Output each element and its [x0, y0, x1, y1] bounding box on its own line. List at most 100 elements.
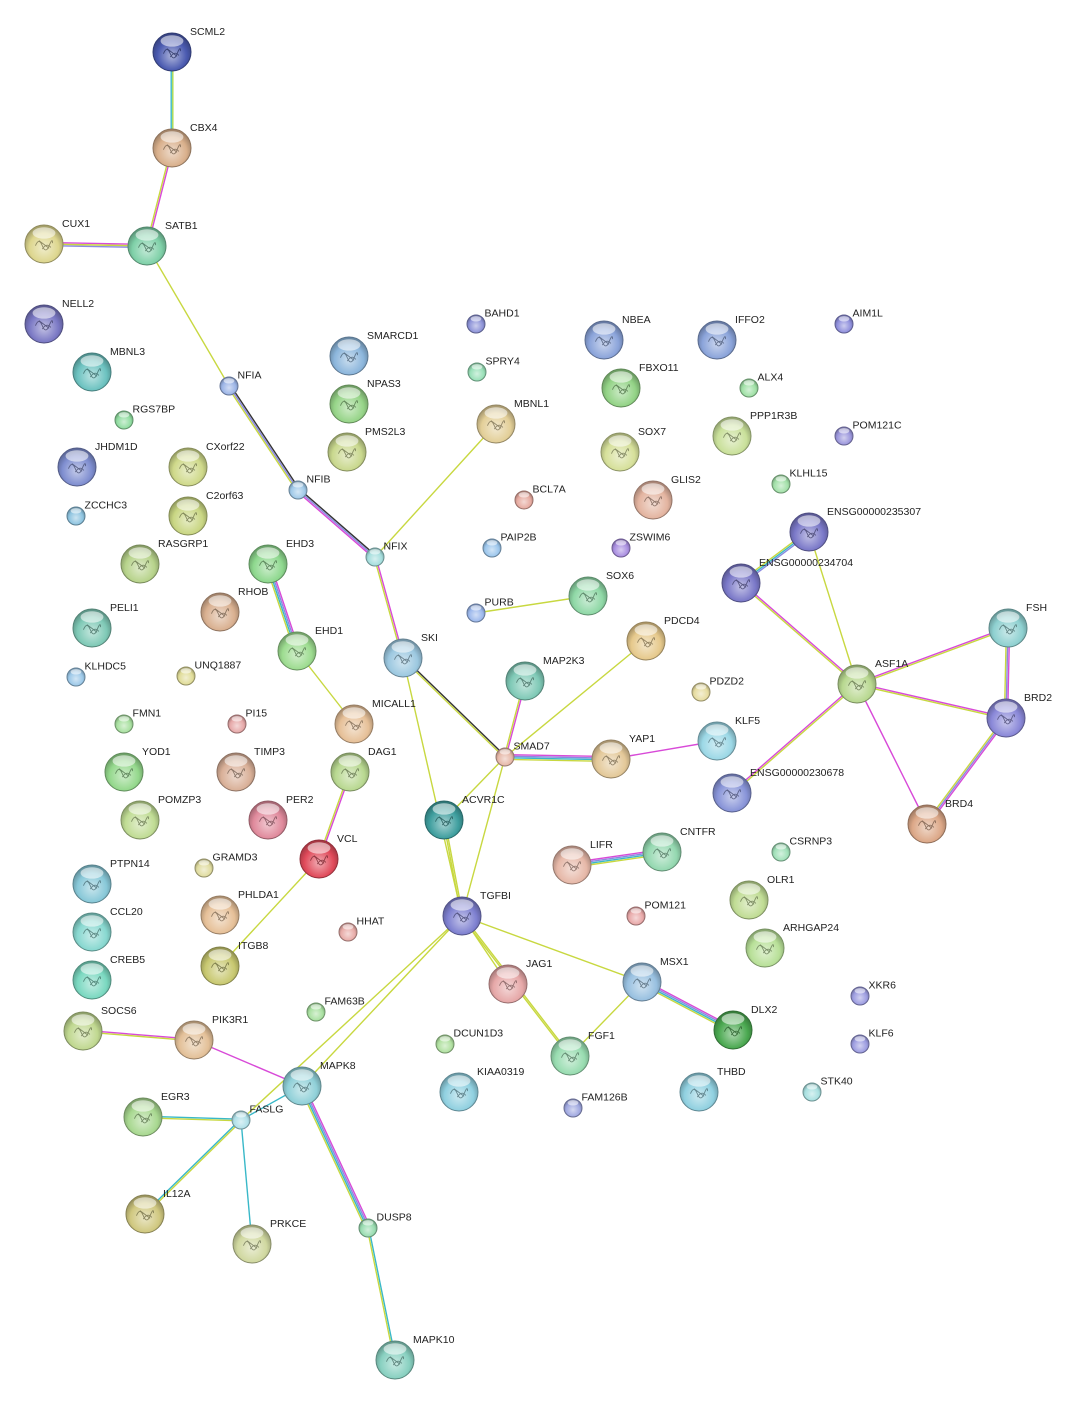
- node-cntfr[interactable]: CNTFR: [642, 826, 716, 872]
- node-ehd1[interactable]: EHD1: [277, 625, 343, 671]
- node-pik3r1[interactable]: PIK3R1: [174, 1014, 248, 1060]
- node-npas3[interactable]: NPAS3: [329, 378, 401, 424]
- node-lifr[interactable]: LIFR: [552, 839, 613, 885]
- node-fbxo11[interactable]: FBXO11: [601, 362, 679, 408]
- node-xkr6[interactable]: XKR6: [850, 979, 896, 1006]
- node-dag1[interactable]: DAG1: [330, 746, 397, 792]
- node-per2[interactable]: PER2: [248, 794, 314, 840]
- node-pom121[interactable]: POM121: [626, 899, 686, 926]
- node-olr1[interactable]: OLR1: [729, 874, 795, 920]
- node-klhdc5[interactable]: KLHDC5: [66, 660, 126, 687]
- node-prkce[interactable]: PRKCE: [232, 1218, 306, 1264]
- node-scml2[interactable]: SCML2: [152, 26, 225, 72]
- node-egr3[interactable]: EGR3: [123, 1091, 190, 1137]
- node-spry4[interactable]: SPRY4: [467, 355, 520, 382]
- node-mbnl3[interactable]: MBNL3: [72, 346, 145, 392]
- node-tgfbi[interactable]: TGFBI: [442, 890, 511, 936]
- node-arhgap24[interactable]: ARHGAP24: [745, 922, 839, 968]
- node-ppp1r3b[interactable]: PPP1R3B: [712, 410, 797, 456]
- node-ensg00000234704[interactable]: ENSG00000234704: [721, 557, 853, 603]
- node-vcl[interactable]: VCL: [299, 833, 358, 879]
- node-nfib[interactable]: NFIB: [288, 473, 330, 500]
- node-glis2[interactable]: GLIS2: [633, 474, 701, 520]
- node-mapk8[interactable]: MAPK8: [282, 1060, 356, 1106]
- node-pdcd4[interactable]: PDCD4: [626, 615, 700, 661]
- node-paip2b[interactable]: PAIP2B: [482, 531, 537, 558]
- node-pi15[interactable]: PI15: [227, 707, 267, 734]
- node-alx4[interactable]: ALX4: [739, 371, 783, 398]
- node-fgf1[interactable]: FGF1: [550, 1030, 615, 1076]
- node-msx1[interactable]: MSX1: [622, 956, 689, 1002]
- node-phlda1[interactable]: PHLDA1: [200, 889, 279, 935]
- node-c2orf63[interactable]: C2orf63: [168, 490, 244, 536]
- node-pomzp3[interactable]: POMZP3: [120, 794, 201, 840]
- node-micall1[interactable]: MICALL1: [334, 698, 416, 744]
- node-fam63b[interactable]: FAM63B: [306, 995, 365, 1022]
- node-thbd[interactable]: THBD: [679, 1066, 746, 1112]
- node-yod1[interactable]: YOD1: [104, 746, 171, 792]
- node-nell2[interactable]: NELL2: [24, 298, 94, 344]
- node-itgb8[interactable]: ITGB8: [200, 940, 269, 986]
- node-cbx4[interactable]: CBX4: [152, 122, 218, 168]
- node-timp3[interactable]: TIMP3: [216, 746, 285, 792]
- node-socs6[interactable]: SOCS6: [63, 1005, 137, 1051]
- node-fam126b[interactable]: FAM126B: [563, 1091, 628, 1118]
- node-smarcd1[interactable]: SMARCD1: [329, 330, 419, 376]
- node-nfia[interactable]: NFIA: [219, 369, 261, 396]
- node-kiaa0319[interactable]: KIAA0319: [439, 1066, 524, 1112]
- node-brd2[interactable]: BRD2: [986, 692, 1052, 738]
- node-dlx2[interactable]: DLX2: [713, 1004, 777, 1050]
- node-sox6[interactable]: SOX6: [568, 570, 634, 616]
- node-satb1[interactable]: SATB1: [127, 220, 198, 266]
- node-dcun1d3[interactable]: DCUN1D3: [435, 1027, 503, 1054]
- node-ehd3[interactable]: EHD3: [248, 538, 314, 584]
- node-ski[interactable]: SKI: [383, 632, 438, 678]
- node-ccl20[interactable]: CCL20: [72, 906, 143, 952]
- node-ensg00000230678[interactable]: ENSG00000230678: [712, 767, 844, 813]
- node-klf5[interactable]: KLF5: [697, 715, 760, 761]
- node-pom121c[interactable]: POM121C: [834, 419, 902, 446]
- node-rhob[interactable]: RHOB: [200, 586, 268, 632]
- node-mbnl1[interactable]: MBNL1: [476, 398, 549, 444]
- node-asf1a[interactable]: ASF1A: [837, 658, 908, 704]
- node-acvr1c[interactable]: ACVR1C: [424, 794, 505, 840]
- node-bcl7a[interactable]: BCL7A: [514, 483, 566, 510]
- node-zcchc3[interactable]: ZCCHC3: [66, 499, 127, 526]
- node-hhat[interactable]: HHAT: [338, 915, 385, 942]
- node-sox7[interactable]: SOX7: [600, 426, 666, 472]
- node-ptpn14[interactable]: PTPN14: [72, 858, 150, 904]
- node-creb5[interactable]: CREB5: [72, 954, 145, 1000]
- node-cxorf22[interactable]: CXorf22: [168, 441, 245, 487]
- node-peli1[interactable]: PELI1: [72, 602, 139, 648]
- node-jag1[interactable]: JAG1: [488, 958, 552, 1004]
- node-rasgrp1[interactable]: RASGRP1: [120, 538, 208, 584]
- node-klhl15[interactable]: KLHL15: [771, 467, 828, 494]
- node-ensg00000235307[interactable]: ENSG00000235307: [789, 506, 921, 552]
- node-cux1[interactable]: CUX1: [24, 218, 90, 264]
- node-bahd1[interactable]: BAHD1: [466, 307, 520, 334]
- node-nbea[interactable]: NBEA: [584, 314, 651, 360]
- node-zswim6[interactable]: ZSWIM6: [611, 531, 671, 558]
- node-aim1l[interactable]: AIM1L: [834, 307, 883, 334]
- node-yap1[interactable]: YAP1: [591, 733, 655, 779]
- node-iffo2[interactable]: IFFO2: [697, 314, 765, 360]
- node-fmn1[interactable]: FMN1: [114, 707, 161, 734]
- node-purb[interactable]: PURB: [466, 596, 514, 623]
- node-unq1887[interactable]: UNQ1887: [176, 659, 241, 686]
- node-il12a[interactable]: IL12A: [125, 1188, 191, 1234]
- node-pdzd2[interactable]: PDZD2: [691, 675, 744, 702]
- node-nfix[interactable]: NFIX: [365, 540, 407, 567]
- node-klf6[interactable]: KLF6: [850, 1027, 894, 1054]
- node-faslg[interactable]: FASLG: [231, 1103, 283, 1130]
- node-fsh[interactable]: FSH: [988, 602, 1047, 648]
- node-gramd3[interactable]: GRAMD3: [194, 851, 258, 878]
- node-map2k3[interactable]: MAP2K3: [505, 655, 585, 701]
- node-jhdm1d[interactable]: JHDM1D: [57, 441, 138, 487]
- node-rgs7bp[interactable]: RGS7BP: [114, 403, 175, 430]
- node-csrnp3[interactable]: CSRNP3: [771, 835, 832, 862]
- node-stk40[interactable]: STK40: [802, 1075, 853, 1102]
- node-dusp8[interactable]: DUSP8: [358, 1211, 412, 1238]
- node-pms2l3[interactable]: PMS2L3: [327, 426, 405, 472]
- node-brd4[interactable]: BRD4: [907, 798, 973, 844]
- node-smad7[interactable]: SMAD7: [495, 740, 550, 767]
